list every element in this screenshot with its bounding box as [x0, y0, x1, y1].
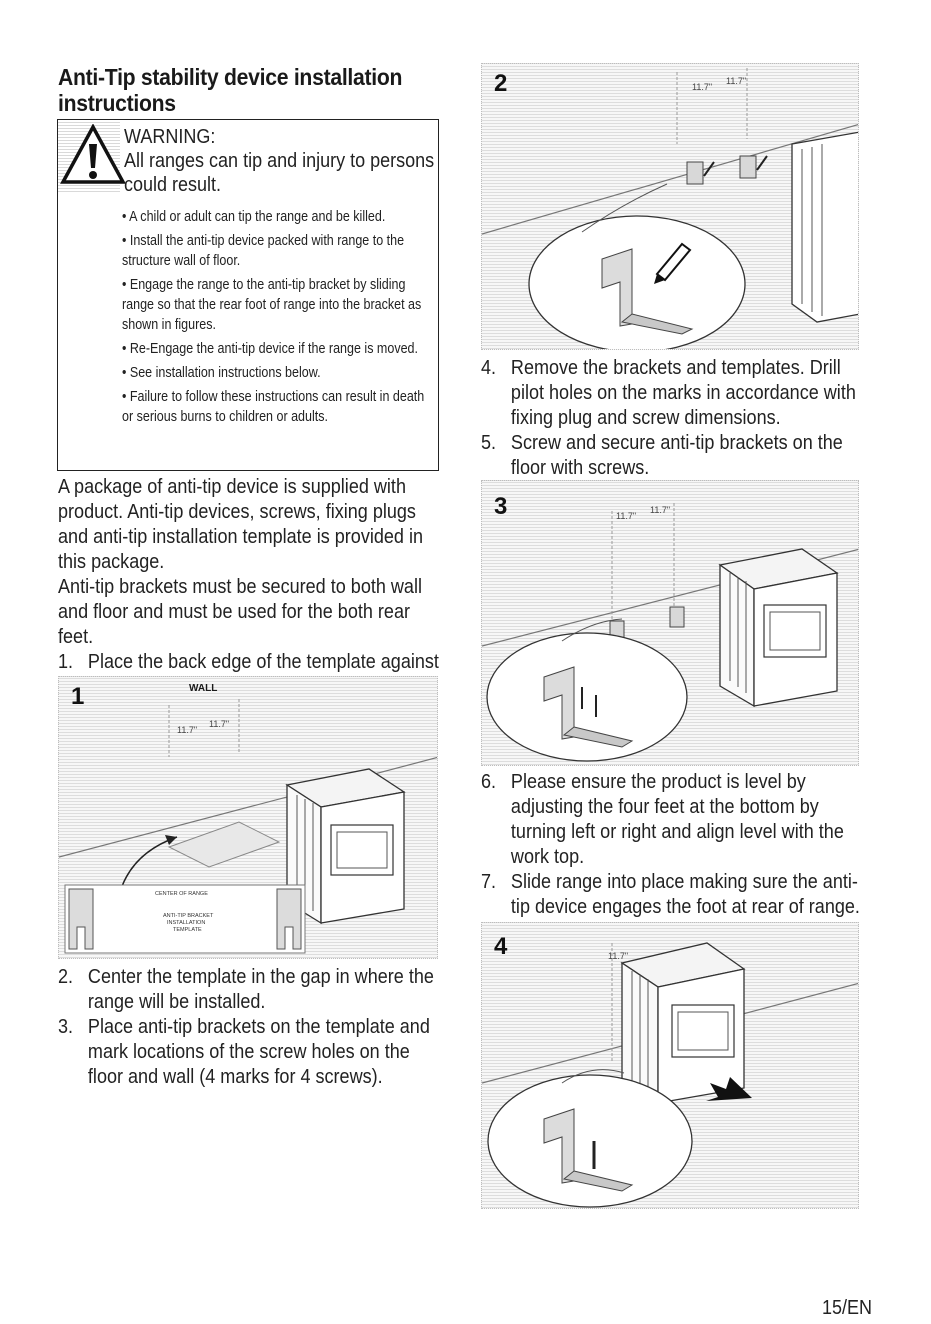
warning-triangle-icon: [60, 124, 126, 184]
step-item: 6. Please ensure the product is level by…: [481, 769, 868, 869]
page-number: 15/EN: [821, 1297, 872, 1319]
figure-2: 2 11.7" 11.7": [481, 63, 859, 350]
dimension-label: 11.7": [608, 951, 629, 961]
figure-1-illustration: [59, 699, 437, 954]
intro-paragraph: A package of anti-tip device is supplied…: [58, 475, 424, 573]
step-number: 4.: [481, 356, 497, 379]
template-label: CENTER OF RANGE: [155, 891, 208, 897]
step-number: 1.: [58, 650, 74, 673]
figure-number: 4: [494, 933, 508, 960]
steps-2-3: 2. Center the template in the gap in whe…: [58, 964, 445, 1089]
step-number: 6.: [481, 770, 497, 793]
step-text: Slide range into place making sure the a…: [510, 870, 860, 918]
figure-4: 4 11.7": [481, 922, 859, 1209]
intro-paragraph: Anti-tip brackets must be secured to bot…: [58, 575, 422, 648]
warning-line-1: All ranges can tip and injury to persons: [124, 150, 435, 172]
template-label: INSTALLATION: [167, 920, 206, 926]
warning-bullet: • Engage the range to the anti-tip brack…: [122, 277, 422, 333]
figure-3-illustration: [482, 503, 858, 762]
step-item: 4. Remove the brackets and templates. Dr…: [481, 355, 868, 430]
warning-bullet: • Re-Engage the anti-tip device if the r…: [122, 341, 418, 357]
step-number: 2.: [58, 965, 74, 988]
figure-3: 3 11.7" 11.7": [481, 480, 859, 766]
dimension-label: 11.7": [616, 511, 637, 521]
figure-number: 1: [71, 683, 85, 710]
step-item: 7. Slide range into place making sure th…: [481, 869, 868, 919]
dimension-label: 11.7": [209, 719, 230, 729]
step-text: Remove the brackets and templates. Drill…: [510, 356, 856, 429]
warning-bullet: • See installation instructions below.: [122, 365, 321, 381]
step-text: Center the template in the gap in where …: [87, 965, 434, 1013]
figure-number: 2: [494, 70, 508, 97]
steps-6-7: 6. Please ensure the product is level by…: [481, 769, 868, 919]
step-item: 2. Center the template in the gap in whe…: [58, 964, 445, 1014]
step-item: 3. Place anti-tip brackets on the templa…: [58, 1014, 445, 1089]
template-label: TEMPLATE: [173, 927, 202, 933]
warning-bullets: • A child or adult can tip the range and…: [122, 207, 435, 431]
figure-4-illustration: [482, 942, 858, 1208]
dimension-label: 11.7": [177, 725, 198, 735]
step-number: 3.: [58, 1015, 74, 1038]
warning-label: WARNING:: [124, 126, 216, 148]
warning-bullet: • Install the anti-tip device packed wit…: [122, 233, 405, 269]
warning-line-2: could result.: [124, 174, 222, 196]
step-text: Place anti-tip brackets on the template …: [87, 1015, 430, 1088]
step-number: 5.: [481, 431, 497, 454]
step-text: Screw and secure anti-tip brackets on th…: [510, 431, 843, 479]
wall-label: WALL: [189, 683, 218, 694]
steps-4-5: 4. Remove the brackets and templates. Dr…: [481, 355, 868, 480]
dimension-label: 11.7": [650, 505, 671, 515]
warning-box: [57, 119, 439, 471]
step-item: 5. Screw and secure anti-tip brackets on…: [481, 430, 868, 480]
warning-text: WARNING: All ranges can tip and injury t…: [124, 125, 435, 197]
step-text: Please ensure the product is level by ad…: [510, 770, 844, 868]
template-label: ANTI-TIP BRACKET: [163, 913, 214, 919]
figure-2-illustration: [482, 68, 858, 349]
figure-number: 3: [494, 493, 508, 520]
figure-1: 1 WALL 11.7" 11.7" CENTER OF RANGE ANTI-…: [58, 676, 438, 959]
dimension-label: 11.7": [692, 82, 713, 92]
intro-text: A package of anti-tip device is supplied…: [58, 474, 445, 699]
step-number: 7.: [481, 870, 497, 893]
warning-bullet: • Failure to follow these instructions c…: [122, 389, 425, 425]
page-title: Anti-Tip stability device installation i…: [58, 64, 403, 116]
warning-bullet: • A child or adult can tip the range and…: [122, 209, 386, 225]
dimension-label: 11.7": [726, 76, 747, 86]
